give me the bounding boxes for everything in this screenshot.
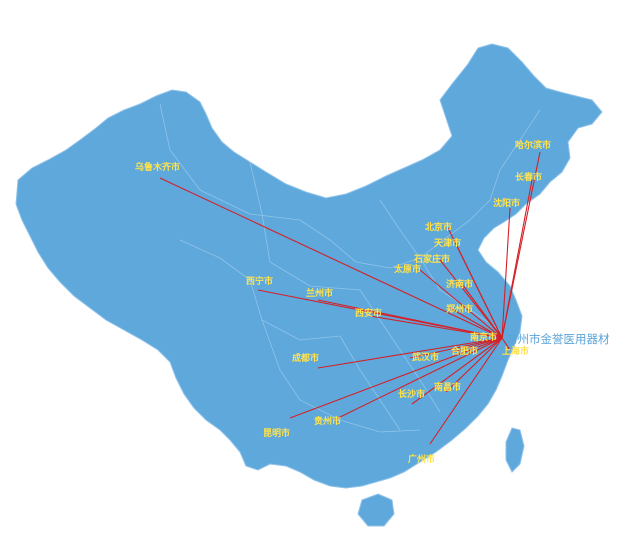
city-label-guangzhou: 广州市 xyxy=(408,453,435,465)
city-label-beijing: 北京市 xyxy=(425,221,452,233)
route-chengdu xyxy=(317,337,503,369)
city-label-urumqi: 乌鲁木齐市 xyxy=(135,161,180,173)
city-label-zhengzhou: 郑州市 xyxy=(446,303,473,315)
city-label-hefei: 合肥市 xyxy=(451,345,478,357)
route-nanjing xyxy=(477,333,503,339)
city-label-changchun: 长春市 xyxy=(515,171,542,183)
city-label-jinan: 济南市 xyxy=(446,278,473,290)
city-label-xian: 西安市 xyxy=(355,307,382,319)
china-mainland-shape xyxy=(15,43,603,489)
route-urumqi xyxy=(159,177,503,339)
route-changchun xyxy=(501,179,533,339)
route-tianjin xyxy=(455,243,503,339)
city-label-xining: 西宁市 xyxy=(246,275,273,287)
hainan-island-shape xyxy=(357,493,395,527)
city-label-chengdu: 成都市 xyxy=(292,352,319,364)
route-guiyang xyxy=(333,337,503,421)
route-lanzhou xyxy=(317,299,503,339)
city-label-shijiazhuang: 石家庄市 xyxy=(413,253,450,265)
route-kunming xyxy=(289,337,503,419)
route-shanghai xyxy=(501,337,511,351)
city-label-kunming: 昆明市 xyxy=(263,427,290,439)
city-label-wuhan: 武汉市 xyxy=(412,351,439,363)
city-label-harbin: 哈尔滨市 xyxy=(515,139,551,151)
route-hefei xyxy=(451,337,503,353)
city-label-changsha: 长沙市 xyxy=(398,388,425,400)
route-nanchang xyxy=(445,337,503,393)
city-label-lanzhou: 兰州市 xyxy=(306,287,333,299)
hub-label: 常州市金誉医用器材 xyxy=(506,332,610,346)
city-label-nanchang: 南昌市 xyxy=(434,381,461,393)
route-lines xyxy=(159,151,541,445)
route-jinan xyxy=(461,283,503,339)
city-label-shenyang: 沈阳市 xyxy=(493,197,520,209)
route-zhengzhou xyxy=(449,307,503,339)
route-wuhan xyxy=(409,337,503,359)
taiwan-island-shape xyxy=(505,427,525,473)
route-shijiazhuang xyxy=(439,259,503,339)
city-label-nanjing: 南京市 xyxy=(470,331,497,343)
route-guangzhou xyxy=(429,337,503,445)
city-label-shanghai: 上海市 xyxy=(502,345,529,357)
city-label-taiyuan: 太原市 xyxy=(393,263,421,275)
route-shenyang xyxy=(501,207,511,339)
city-label-tianjin: 天津市 xyxy=(434,237,461,249)
province-borders xyxy=(159,103,541,433)
route-changsha xyxy=(411,337,503,405)
route-taiyuan xyxy=(419,269,503,339)
city-label-guiyang: 贵州市 xyxy=(314,415,341,427)
